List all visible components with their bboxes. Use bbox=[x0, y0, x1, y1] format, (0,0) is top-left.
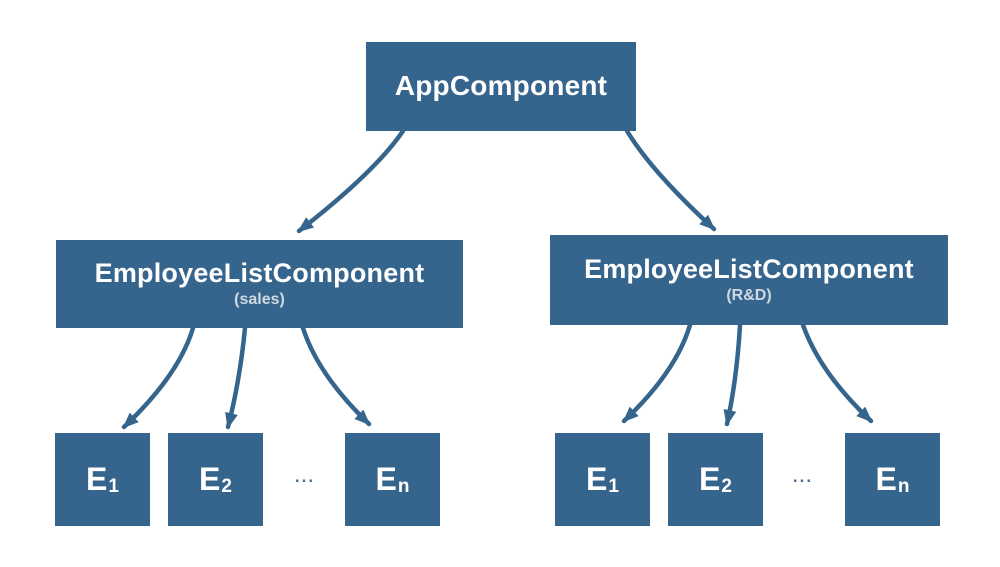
leaf-subscript: n bbox=[897, 475, 910, 497]
arrow-root-to-sales bbox=[296, 128, 406, 234]
ellipsis-rnd: ... bbox=[792, 467, 814, 486]
arrow-rnd-to-en bbox=[800, 322, 874, 424]
node-subtitle: (sales) bbox=[234, 291, 285, 309]
leaf-label: E bbox=[875, 461, 897, 497]
leaf-label: E bbox=[86, 461, 108, 497]
leaf-subscript: n bbox=[397, 475, 410, 497]
node-employee-list-sales: EmployeeListComponent (sales) bbox=[56, 240, 463, 328]
arrow-rnd-to-e2 bbox=[723, 322, 743, 427]
leaf-label: E bbox=[586, 461, 608, 497]
node-employee-list-rnd: EmployeeListComponent (R&D) bbox=[550, 235, 948, 325]
node-title: AppComponent bbox=[394, 70, 608, 102]
leaf-label: E bbox=[699, 461, 721, 497]
arrow-rnd-to-e1 bbox=[621, 322, 693, 424]
leaf-subscript: 2 bbox=[221, 475, 232, 497]
arrow-sales-to-e2 bbox=[225, 325, 248, 430]
leaf-label: E bbox=[375, 461, 397, 497]
arrow-root-to-rnd bbox=[624, 128, 717, 232]
leaf-label: E bbox=[199, 461, 221, 497]
arrow-sales-to-e1 bbox=[121, 325, 196, 430]
leaf-subscript: 1 bbox=[608, 475, 619, 497]
ellipsis-sales: ... bbox=[294, 467, 316, 486]
node-subtitle: (R&D) bbox=[726, 287, 772, 305]
leaf-subscript: 1 bbox=[108, 475, 119, 497]
leaf-subscript: 2 bbox=[721, 475, 732, 497]
arrow-sales-to-en bbox=[300, 325, 372, 427]
node-title: EmployeeListComponent bbox=[94, 258, 425, 289]
node-app-component: AppComponent bbox=[366, 42, 636, 131]
node-title: EmployeeListComponent bbox=[584, 254, 914, 285]
